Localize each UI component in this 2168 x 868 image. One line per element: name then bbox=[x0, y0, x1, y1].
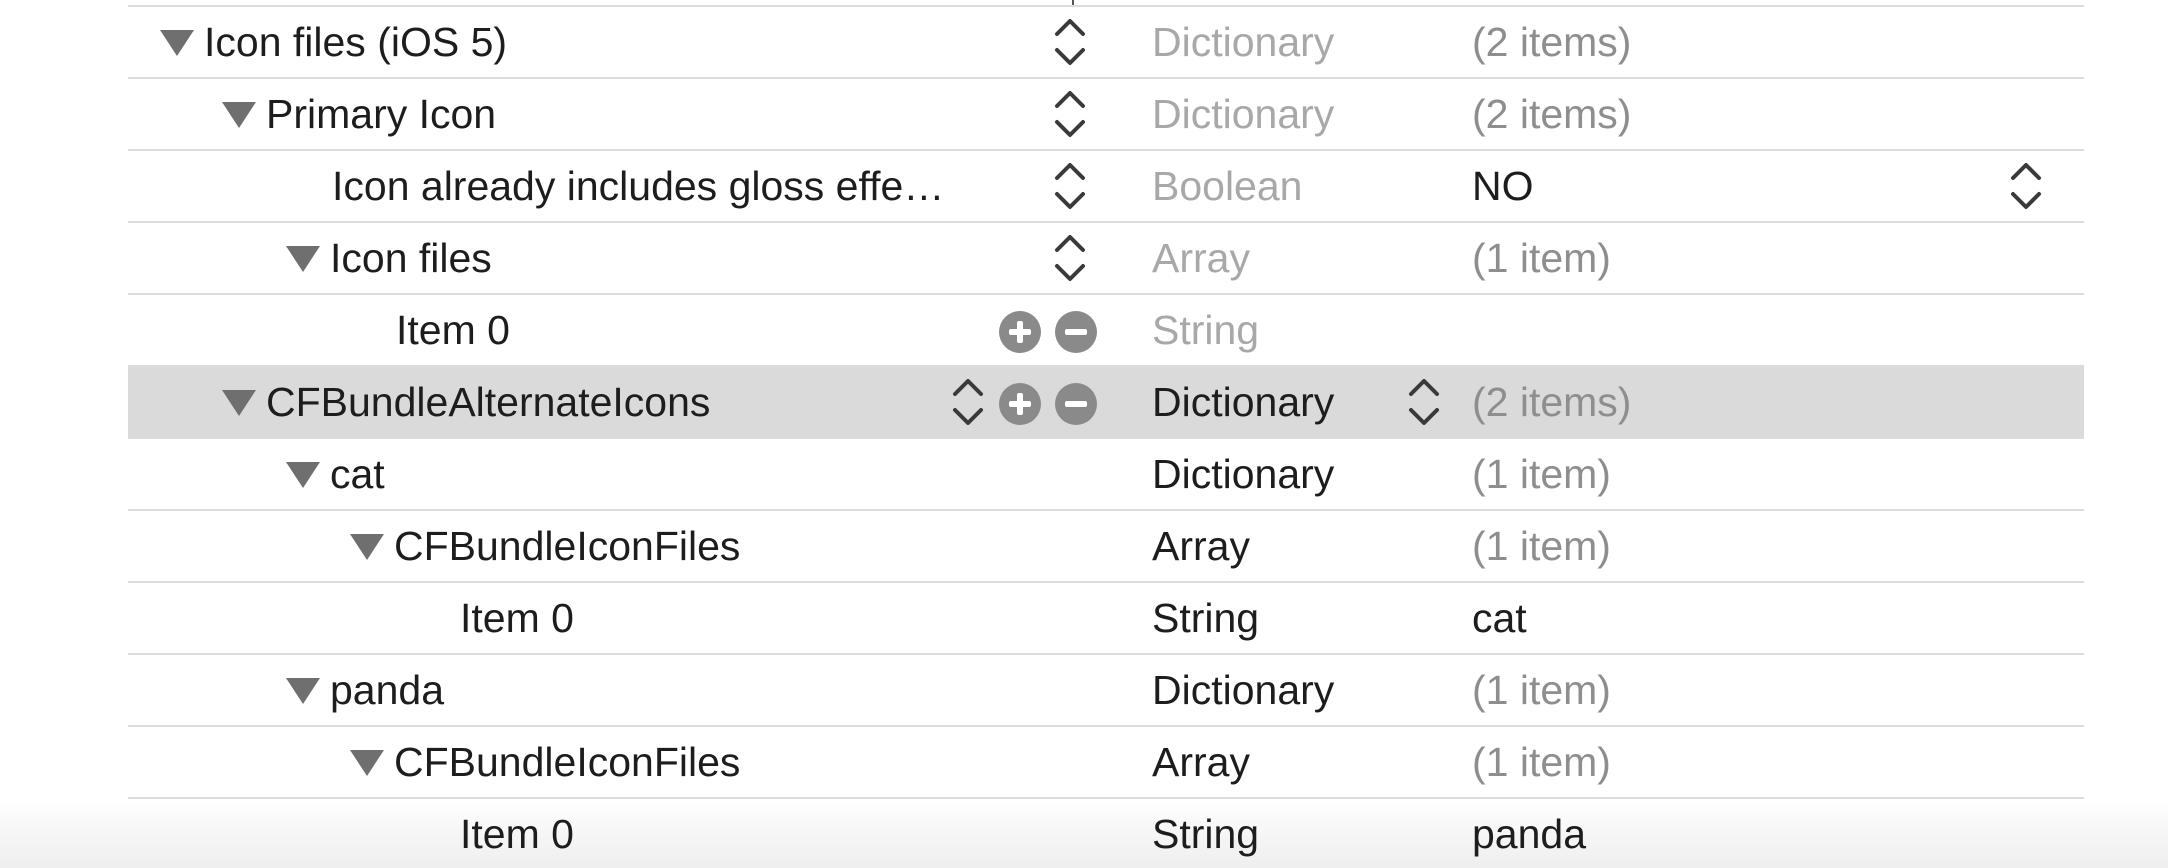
value-cell[interactable]: panda bbox=[1472, 811, 1587, 857]
disclosure-triangle-icon[interactable] bbox=[350, 534, 384, 560]
table-row[interactable]: Item 0 String panda bbox=[128, 799, 2084, 868]
remove-item-button[interactable] bbox=[1055, 383, 1097, 425]
disclosure-triangle-icon[interactable] bbox=[286, 462, 320, 488]
key-label: Primary Icon bbox=[266, 91, 497, 137]
add-item-button[interactable] bbox=[999, 383, 1041, 425]
type-cell[interactable]: Dictionary bbox=[1152, 451, 1335, 497]
table-row[interactable]: Icon already includes gloss effe… Boolea… bbox=[128, 151, 2084, 223]
key-cell[interactable]: CFBundleAlternateIcons bbox=[222, 367, 710, 437]
up-down-chevron-icon[interactable] bbox=[1052, 158, 1088, 214]
table-row[interactable]: panda Dictionary (1 item) bbox=[128, 655, 2084, 727]
value-cell: (1 item) bbox=[1472, 739, 1611, 785]
table-row[interactable]: cat Dictionary (1 item) bbox=[128, 439, 2084, 511]
add-item-button[interactable] bbox=[999, 311, 1041, 353]
remove-item-button[interactable] bbox=[1055, 311, 1097, 353]
value-cell: (1 item) bbox=[1472, 667, 1611, 713]
value-cell: (2 items) bbox=[1472, 379, 1632, 425]
type-cell[interactable]: Dictionary bbox=[1152, 91, 1335, 137]
value-stepper-icon[interactable] bbox=[2008, 158, 2044, 214]
type-cell[interactable]: Boolean bbox=[1152, 163, 1303, 209]
up-down-chevron-icon[interactable] bbox=[950, 374, 986, 430]
column-divider-stub bbox=[1072, 0, 1074, 5]
key-label: CFBundleIconFiles bbox=[394, 739, 741, 785]
top-grid-line bbox=[128, 5, 2084, 7]
table-row[interactable]: Icon files (iOS 5) Dictionary (2 items) bbox=[128, 7, 2084, 79]
type-cell[interactable]: Array bbox=[1152, 739, 1250, 785]
key-cell[interactable]: Icon already includes gloss effe… bbox=[332, 151, 944, 221]
disclosure-triangle-icon[interactable] bbox=[222, 102, 256, 128]
disclosure-triangle-icon[interactable] bbox=[286, 678, 320, 704]
key-cell[interactable]: cat bbox=[286, 439, 385, 509]
key-cell[interactable]: Item 0 bbox=[396, 295, 510, 365]
type-cell[interactable]: Dictionary bbox=[1152, 667, 1335, 713]
value-cell: (2 items) bbox=[1472, 19, 1632, 65]
up-down-chevron-icon[interactable] bbox=[1052, 86, 1088, 142]
key-label: Icon already includes gloss effe… bbox=[332, 163, 945, 209]
table-row[interactable]: CFBundleIconFiles Array (1 item) bbox=[128, 511, 2084, 583]
disclosure-triangle-icon[interactable] bbox=[350, 750, 384, 776]
key-cell[interactable]: Icon files (iOS 5) bbox=[160, 7, 507, 77]
key-cell[interactable]: Item 0 bbox=[460, 799, 574, 868]
key-label: Icon files (iOS 5) bbox=[204, 19, 508, 65]
table-row[interactable]: CFBundleIconFiles Array (1 item) bbox=[128, 727, 2084, 799]
key-label: Item 0 bbox=[460, 811, 574, 857]
table-row[interactable]: Item 0 String bbox=[128, 295, 2084, 367]
key-cell[interactable]: Icon files bbox=[286, 223, 492, 293]
up-down-chevron-icon[interactable] bbox=[1052, 14, 1088, 70]
up-down-chevron-icon[interactable] bbox=[1052, 230, 1088, 286]
key-cell[interactable]: panda bbox=[286, 655, 444, 725]
type-cell[interactable]: String bbox=[1152, 811, 1260, 857]
type-cell[interactable]: Array bbox=[1152, 235, 1250, 281]
key-cell[interactable]: CFBundleIconFiles bbox=[350, 511, 740, 581]
value-cell: (2 items) bbox=[1472, 91, 1632, 137]
key-label: Item 0 bbox=[396, 307, 510, 353]
type-cell[interactable]: Array bbox=[1152, 523, 1250, 569]
key-label: Icon files bbox=[330, 235, 492, 281]
value-cell: (1 item) bbox=[1472, 451, 1611, 497]
key-label: Item 0 bbox=[460, 595, 574, 641]
disclosure-triangle-icon[interactable] bbox=[286, 246, 320, 272]
table-row-selected[interactable]: CFBundleAlternateIcons Dictionary (2 ite… bbox=[128, 367, 2084, 439]
disclosure-triangle-icon[interactable] bbox=[160, 30, 194, 56]
type-cell[interactable]: Dictionary bbox=[1152, 19, 1335, 65]
key-cell[interactable]: Primary Icon bbox=[222, 79, 496, 149]
key-cell[interactable]: CFBundleIconFiles bbox=[350, 727, 740, 797]
key-label: panda bbox=[330, 667, 445, 713]
value-cell: (1 item) bbox=[1472, 523, 1611, 569]
table-row[interactable]: Icon files Array (1 item) bbox=[128, 223, 2084, 295]
plist-editor-table: Icon files (iOS 5) Dictionary (2 items) … bbox=[128, 0, 2084, 868]
key-cell[interactable]: Item 0 bbox=[460, 583, 574, 653]
value-cell[interactable]: NO bbox=[1472, 163, 1534, 209]
type-stepper-icon[interactable] bbox=[1406, 374, 1442, 430]
type-cell[interactable]: String bbox=[1152, 595, 1260, 641]
type-cell[interactable]: String bbox=[1152, 307, 1260, 353]
value-cell: (1 item) bbox=[1472, 235, 1611, 281]
disclosure-triangle-icon[interactable] bbox=[222, 390, 256, 416]
key-label: CFBundleIconFiles bbox=[394, 523, 741, 569]
value-cell[interactable]: cat bbox=[1472, 595, 1527, 641]
type-cell[interactable]: Dictionary bbox=[1152, 379, 1335, 425]
key-label: CFBundleAlternateIcons bbox=[266, 379, 711, 425]
table-row[interactable]: Primary Icon Dictionary (2 items) bbox=[128, 79, 2084, 151]
key-label: cat bbox=[330, 451, 385, 497]
table-row[interactable]: Item 0 String cat bbox=[128, 583, 2084, 655]
window-bottom-fade bbox=[0, 800, 2168, 868]
